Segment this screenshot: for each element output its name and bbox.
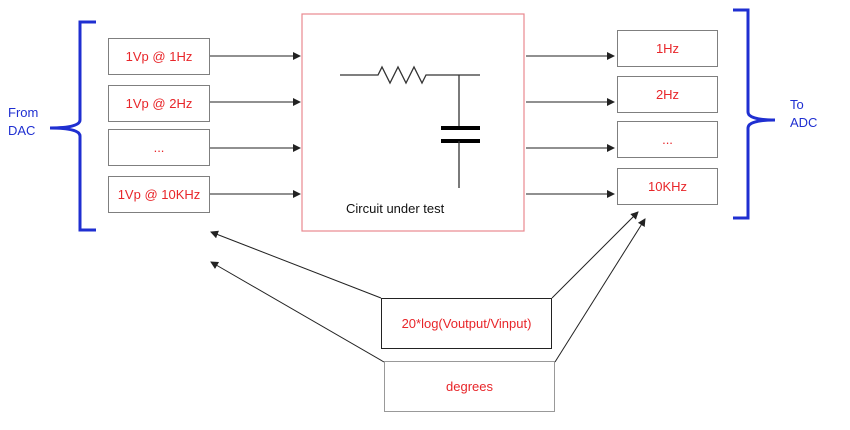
- output-box-label: 2Hz: [655, 87, 680, 102]
- phase-to-outputs-arrow: [554, 218, 646, 363]
- rc-schematic: [340, 65, 480, 188]
- circuit-under-test-box: [301, 13, 525, 232]
- output-box-label: ...: [662, 132, 673, 147]
- input-box-2hz: 1Vp @ 2Hz: [108, 85, 210, 122]
- right-brace: [733, 8, 776, 220]
- input-box-10khz: 1Vp @ 10KHz: [108, 176, 210, 213]
- phase-to-inputs-arrow: [210, 261, 385, 363]
- input-arrows: [210, 52, 301, 198]
- output-box-10khz: 10KHz: [617, 168, 718, 205]
- magnitude-formula-box: 20*log(Voutput/Vinput): [381, 298, 552, 349]
- input-box-label: 1Vp @ 2Hz: [125, 96, 193, 111]
- input-box-label: 1Vp @ 1Hz: [125, 49, 193, 64]
- to-adc-line-2: ADC: [790, 115, 818, 130]
- input-box-label: 1Vp @ 10KHz: [117, 187, 201, 202]
- output-box-2hz: 2Hz: [617, 76, 718, 113]
- output-box-label: 10KHz: [647, 179, 688, 194]
- formula-to-inputs-arrow: [210, 230, 382, 299]
- formula-to-outputs-arrow: [551, 211, 639, 299]
- magnitude-formula-label: 20*log(Voutput/Vinput): [401, 316, 532, 331]
- output-arrows: [526, 52, 615, 198]
- output-box-label: 1Hz: [655, 41, 680, 56]
- from-dac-line-1: From: [8, 105, 39, 120]
- to-adc-line-1: To: [790, 97, 804, 112]
- to-adc-label: To ADC: [790, 96, 817, 132]
- phase-degrees-label: degrees: [446, 379, 493, 394]
- from-dac-line-2: DAC: [8, 123, 36, 138]
- input-box-1hz: 1Vp @ 1Hz: [108, 38, 210, 75]
- output-box-1hz: 1Hz: [617, 30, 718, 67]
- phase-degrees-box: degrees: [384, 361, 555, 412]
- resistor-symbol: [340, 65, 480, 85]
- from-dac-label: From DAC: [8, 104, 38, 140]
- circuit-under-test-label: Circuit under test: [346, 201, 445, 216]
- result-arrows: [210, 211, 646, 363]
- left-brace: [49, 20, 96, 232]
- input-box-label: ...: [153, 140, 165, 155]
- output-box-ellipsis: ...: [617, 121, 718, 158]
- input-box-ellipsis: ...: [108, 129, 210, 166]
